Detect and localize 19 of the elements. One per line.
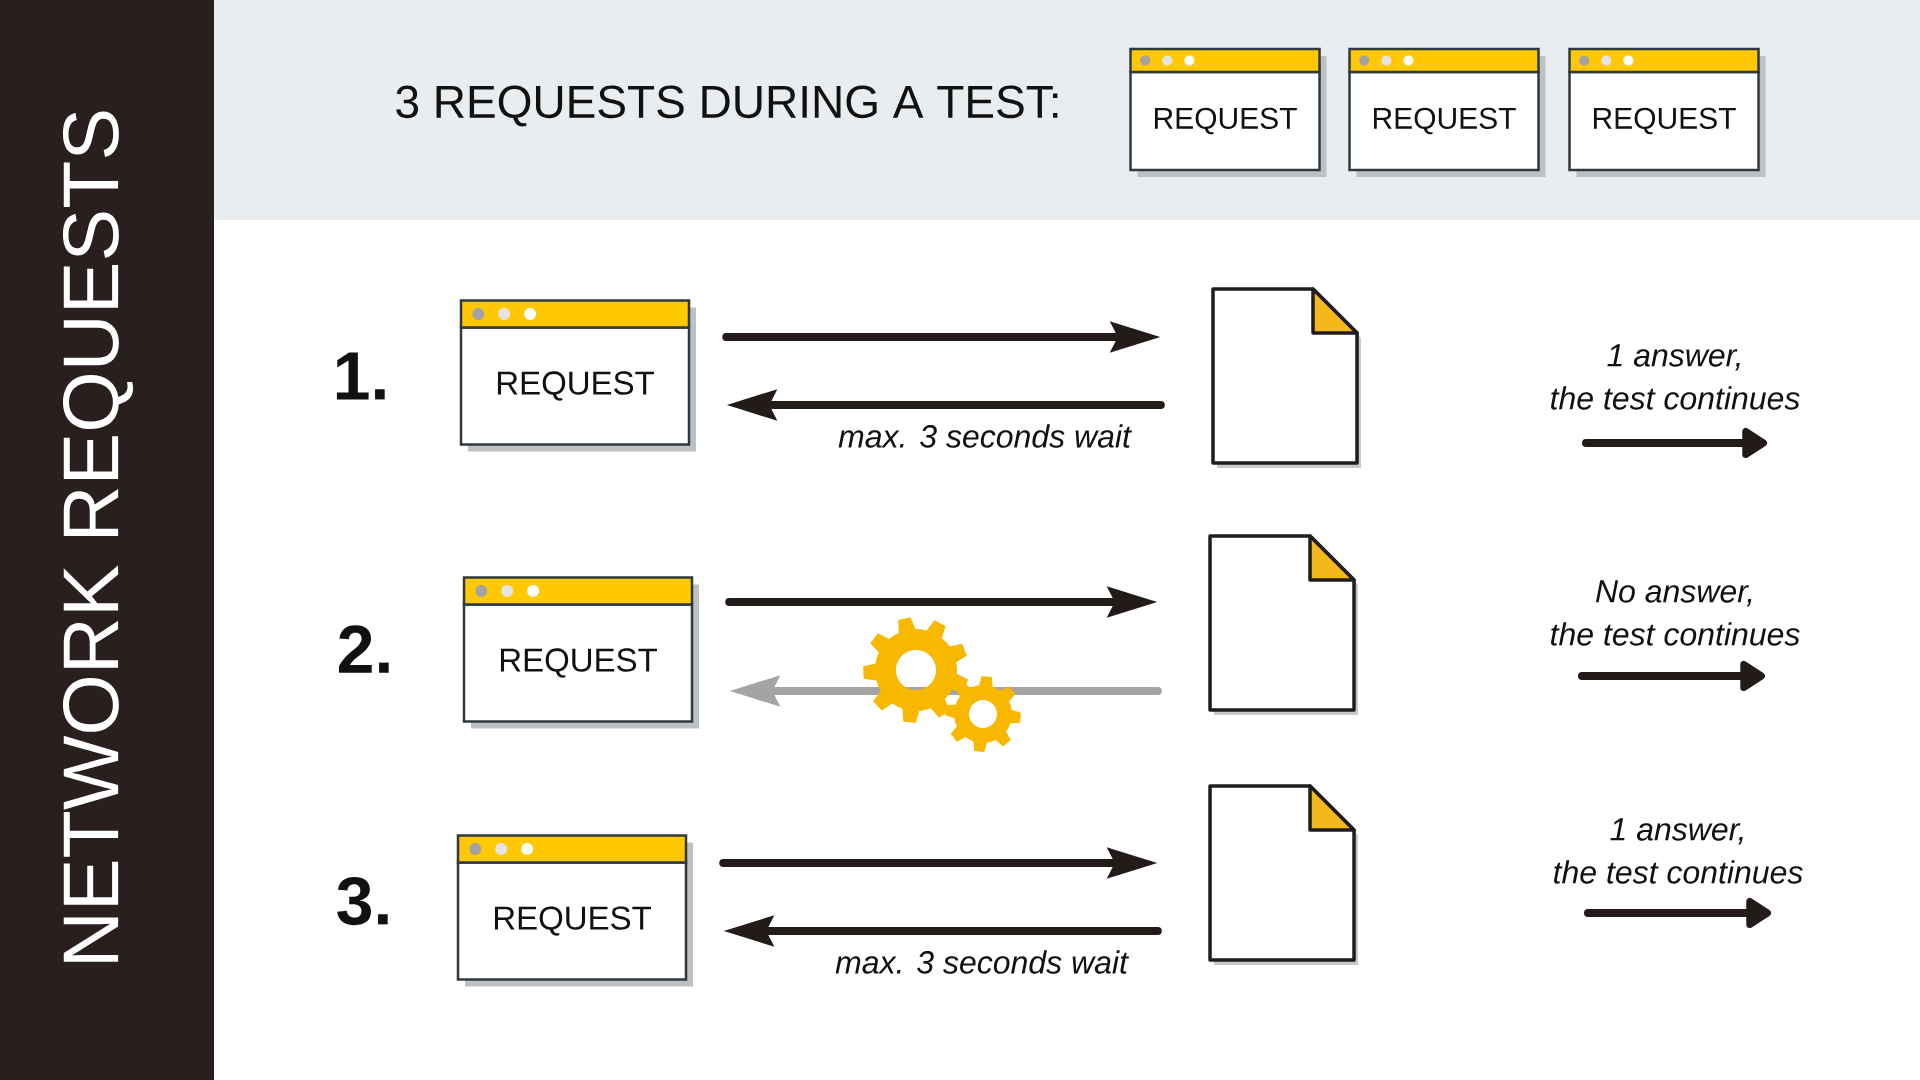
edge-label: max. 3 seconds wait	[836, 422, 1133, 450]
edge-label: max. 3 seconds wait	[833, 948, 1130, 976]
browser-window: REQUEST	[1129, 47, 1327, 177]
step-number: 2.	[339, 625, 389, 673]
step-number: 3.	[337, 876, 388, 926]
browser-window: REQUEST	[459, 299, 696, 452]
status-text: No answer, the test continues	[1551, 580, 1800, 646]
step-number: 1.	[336, 352, 385, 400]
document-icon	[1211, 287, 1361, 468]
browser-window: REQUEST	[1348, 47, 1546, 177]
document-icon	[1208, 534, 1358, 715]
browser-window: REQUEST	[456, 834, 693, 987]
heading: 3 REQUESTS DURING A TEST:	[396, 85, 1058, 127]
browser-window: REQUEST	[462, 576, 699, 729]
vertical-title: NETWORK REQUESTS	[62, 111, 134, 962]
status-text: 1 answer, the test continues	[1551, 344, 1800, 410]
status-text: 1 answer, the test continues	[1554, 818, 1803, 884]
document-icon	[1208, 784, 1358, 965]
browser-window: REQUEST	[1568, 47, 1766, 177]
